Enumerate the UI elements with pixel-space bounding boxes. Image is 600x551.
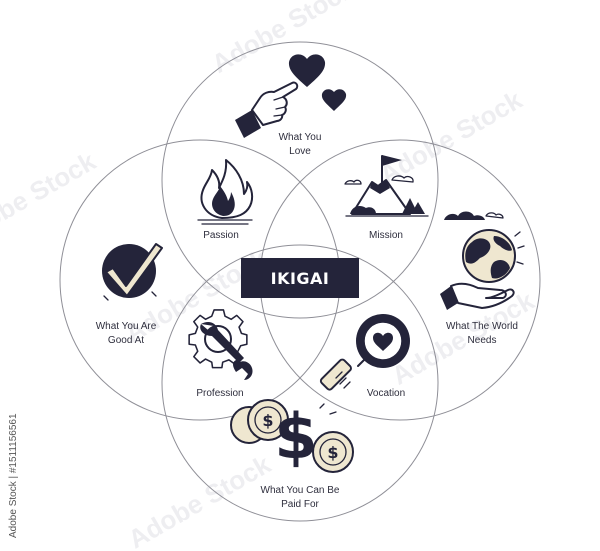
- label-passion: Passion: [203, 230, 239, 241]
- svg-text:$: $: [262, 411, 273, 430]
- label-what-the-world-needs: What The World Needs: [446, 321, 518, 346]
- pointing-hand-hearts-icon: [235, 54, 347, 138]
- label-what-you-are-good-at: What You Are Good At: [96, 321, 157, 346]
- mountain-flag-icon: [344, 155, 429, 217]
- circle-what-you-can-be-paid-for: [161, 244, 439, 522]
- svg-text:$: $: [274, 400, 317, 473]
- label-what-you-love: What You Love: [279, 132, 322, 157]
- flame-icon: [197, 159, 254, 225]
- magnifier-heart-icon: [319, 314, 410, 391]
- label-mission: Mission: [369, 230, 403, 241]
- globe-in-hand-icon: [440, 211, 525, 310]
- what-you-are-good-at-line1: What You Are: [96, 321, 157, 332]
- what-you-can-be-paid-for-line1: What You Can Be: [261, 485, 340, 496]
- what-the-world-needs-line1: What The World: [446, 321, 518, 332]
- svg-text:Adobe Stock: Adobe Stock: [206, 0, 359, 79]
- what-you-love-line1: What You: [279, 132, 322, 143]
- gear-wrench-icon: [188, 309, 253, 380]
- svg-text:Adobe Stock: Adobe Stock: [123, 449, 276, 551]
- what-you-love-line2: Love: [289, 146, 311, 157]
- center-badge: IKIGAI: [241, 258, 359, 298]
- label-vocation: Vocation: [367, 388, 405, 399]
- label-what-you-can-be-paid-for: What You Can Be Paid For: [261, 485, 340, 510]
- stock-id-watermark: Adobe Stock | #1511156561: [8, 413, 19, 538]
- svg-text:$: $: [327, 443, 338, 462]
- dollar-coins-icon: $ $ $: [230, 399, 354, 473]
- label-profession: Profession: [196, 388, 243, 399]
- center-label: IKIGAI: [271, 269, 330, 288]
- what-the-world-needs-line2: Needs: [468, 335, 497, 346]
- checkmark-icon: [102, 243, 163, 301]
- svg-text:Adobe Stock: Adobe Stock: [374, 84, 527, 190]
- circle-what-you-love: [161, 41, 439, 319]
- what-you-are-good-at-line2: Good At: [108, 335, 144, 346]
- what-you-can-be-paid-for-line2: Paid For: [281, 499, 319, 510]
